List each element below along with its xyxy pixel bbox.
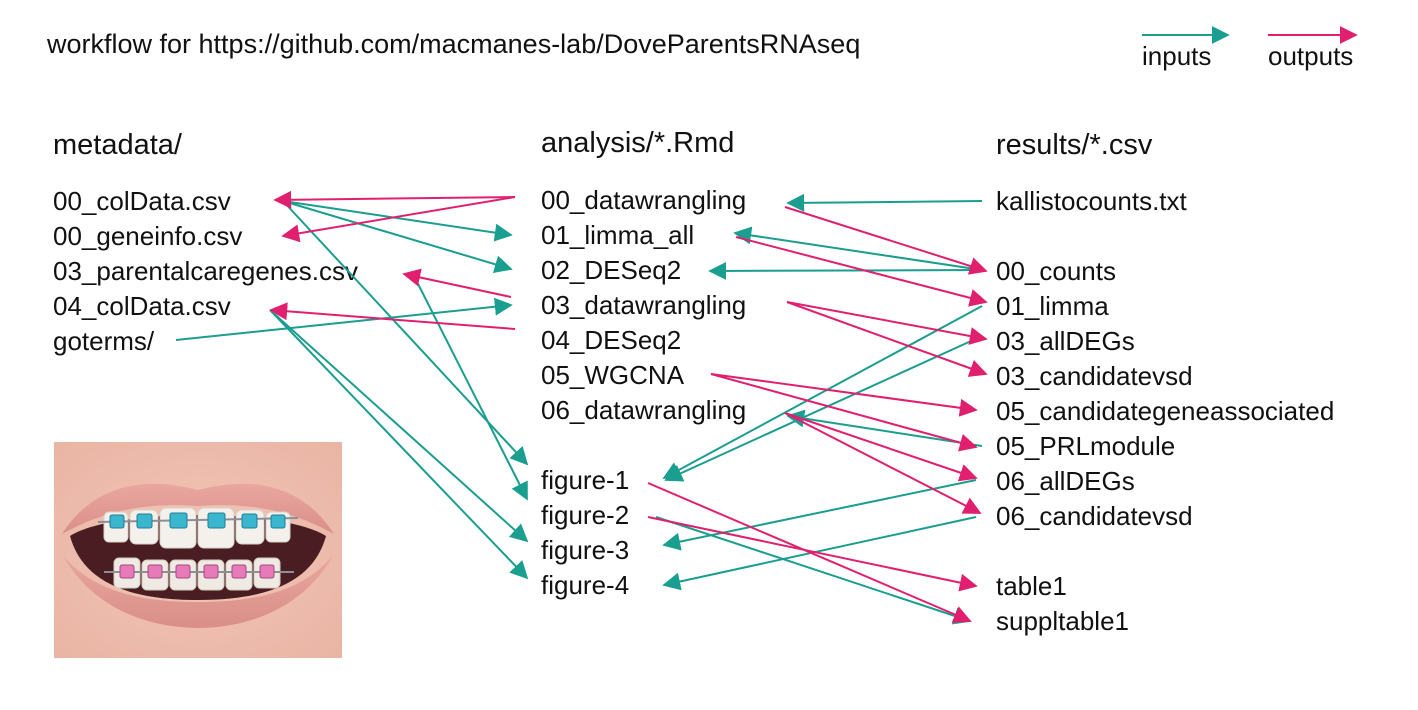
metadata-item: 03_parentalcaregenes.csv	[53, 256, 358, 286]
analysis-item: 05_WGCNA	[541, 360, 685, 390]
output-arrow	[402, 268, 512, 298]
input-arrow	[662, 305, 983, 479]
figure-item: figure-3	[541, 535, 630, 565]
analysis-item: 03_datawrangling	[541, 290, 747, 320]
output-arrow	[786, 301, 988, 377]
input-arrow	[662, 479, 977, 551]
results-item: 01_limma	[996, 291, 1109, 321]
output-arrow	[784, 206, 988, 275]
legend-inputs-label: inputs	[1142, 41, 1212, 71]
diagram-title: workflow for https://github.com/macmanes…	[47, 29, 861, 59]
metadata-column-header: metadata/	[53, 129, 182, 161]
braces-photo-illustration	[54, 442, 342, 658]
results-column-header: results/*.csv	[996, 129, 1153, 161]
input-arrows	[175, 193, 983, 625]
input-arrow	[662, 516, 977, 591]
results-item: table1	[996, 571, 1067, 601]
output-arrow	[647, 482, 972, 623]
results-item: kallistocounts.txt	[996, 186, 1187, 216]
output-arrow	[269, 302, 516, 330]
input-arrow	[282, 200, 529, 466]
figure-item: figure-2	[541, 500, 630, 530]
figure-item: figure-1	[541, 465, 630, 495]
metadata-item: 00_geneinfo.csv	[53, 221, 243, 251]
output-arrow	[273, 190, 516, 209]
output-arrow	[784, 412, 978, 482]
input-arrow	[708, 261, 983, 280]
output-arrows	[269, 190, 988, 623]
input-arrow	[282, 200, 513, 273]
input-arrow	[282, 200, 513, 242]
input-arrow	[655, 516, 972, 625]
output-arrow	[281, 196, 516, 243]
analysis-column-header: analysis/*.Rmd	[541, 127, 735, 159]
input-arrow	[269, 309, 529, 580]
analysis-item: 04_DESeq2	[541, 325, 682, 355]
input-arrow	[786, 409, 983, 447]
results-item: 05_PRLmodule	[996, 431, 1176, 461]
input-arrow	[269, 309, 529, 543]
results-item: suppltable1	[996, 606, 1129, 636]
output-arrow	[647, 516, 978, 592]
results-item: 06_candidatevsd	[996, 501, 1193, 531]
results-item: 06_allDEGs	[996, 466, 1135, 496]
analysis-item: 00_datawrangling	[541, 185, 747, 215]
analysis-item: 02_DESeq2	[541, 255, 682, 285]
metadata-item: 04_colData.csv	[53, 291, 231, 321]
input-arrow	[786, 193, 983, 212]
figure-item: figure-4	[541, 570, 630, 600]
metadata-item: 00_colData.csv	[53, 186, 231, 216]
results-item: 00_counts	[996, 256, 1116, 286]
input-arrow	[664, 335, 983, 482]
output-arrow	[784, 412, 982, 514]
metadata-item: goterms/	[53, 326, 155, 356]
output-arrow	[786, 301, 988, 345]
output-arrow	[710, 373, 978, 452]
analysis-item: 06_datawrangling	[541, 395, 747, 425]
output-arrow	[710, 373, 978, 417]
input-arrow	[733, 226, 983, 271]
analysis-item: 01_limma_all	[541, 220, 695, 250]
output-arrow	[735, 236, 988, 307]
input-arrow	[175, 297, 513, 341]
results-item: 05_candidategeneassociated	[996, 396, 1335, 426]
legend-outputs-label: outputs	[1268, 41, 1354, 71]
results-item: 03_allDEGs	[996, 326, 1135, 356]
braces-photo	[54, 442, 342, 658]
results-item: 03_candidatevsd	[996, 361, 1193, 391]
